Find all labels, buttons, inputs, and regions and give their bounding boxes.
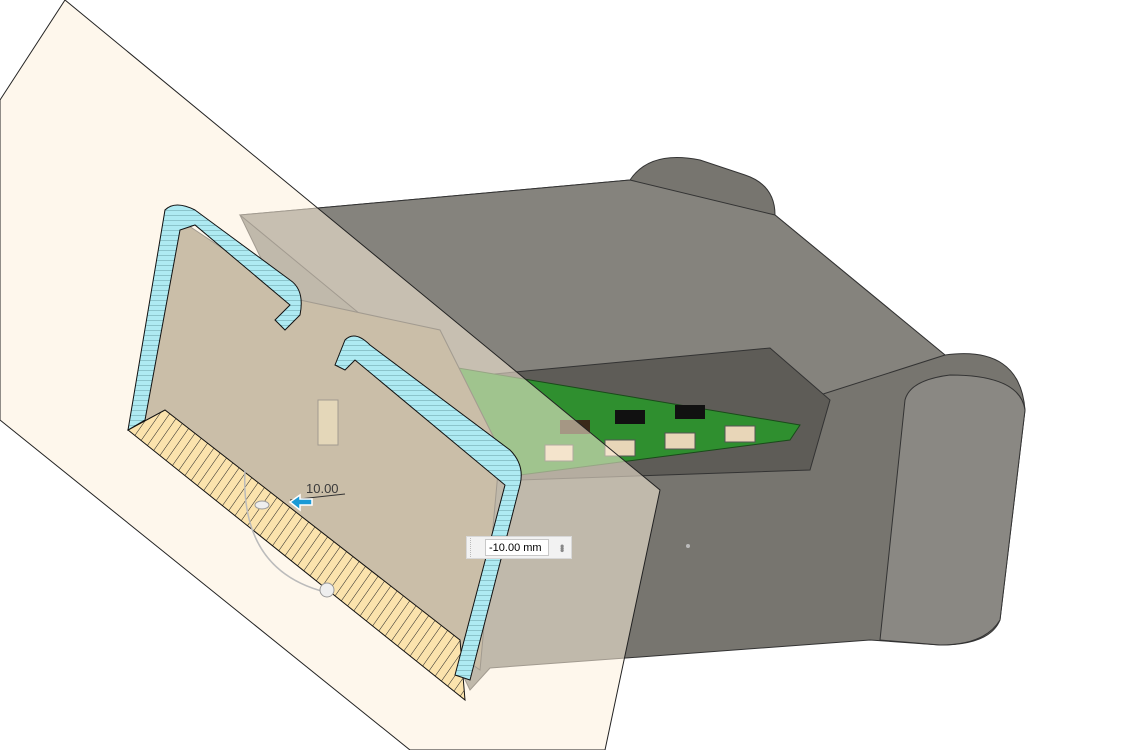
section-wall-top [127, 204, 302, 431]
dimension-label: 10.00 [306, 481, 339, 496]
offset-arrow-handle[interactable] [288, 493, 313, 512]
more-options-icon[interactable]: ••• [555, 544, 569, 551]
drag-grip-icon[interactable] [470, 538, 477, 557]
offset-distance-input[interactable]: -10.00 mm [485, 539, 549, 556]
section-wall-right [334, 335, 522, 681]
offset-value-box: -10.00 mm ••• [466, 536, 572, 559]
section-hatch [127, 409, 466, 702]
origin-point [686, 544, 690, 548]
